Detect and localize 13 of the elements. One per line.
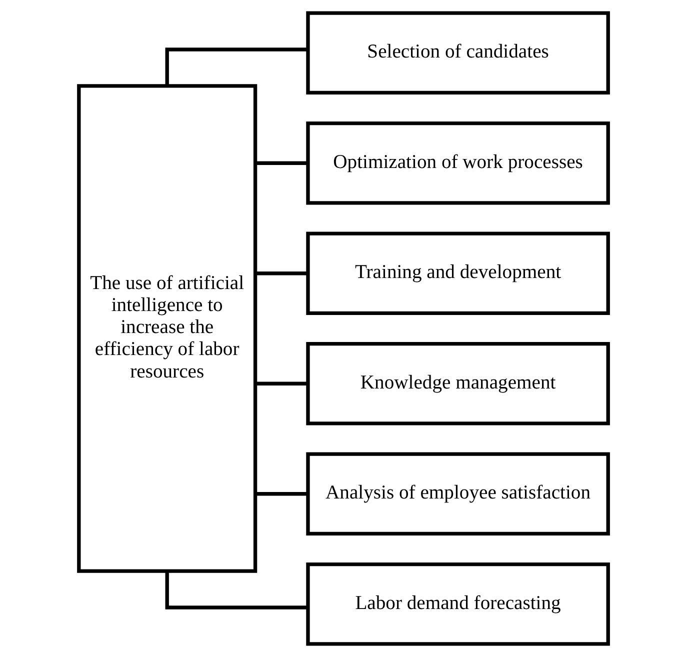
connector bbox=[255, 272, 308, 276]
node-box: Selection of candidates bbox=[306, 11, 610, 95]
node-box: Optimization of work processes bbox=[306, 121, 610, 205]
connector bbox=[255, 161, 308, 165]
connector bbox=[164, 572, 308, 610]
node-box: Labor demand forecasting bbox=[306, 562, 610, 646]
connector bbox=[255, 492, 308, 496]
node-box: Knowledge management bbox=[306, 342, 610, 426]
connector bbox=[255, 382, 308, 386]
node-box: Training and development bbox=[306, 232, 610, 316]
connector bbox=[164, 48, 308, 86]
node-box: The use of artificial intelligence to increase the efficiency of labor resources bbox=[76, 84, 257, 573]
node-box: Analysis of employee satisfaction bbox=[306, 452, 610, 536]
